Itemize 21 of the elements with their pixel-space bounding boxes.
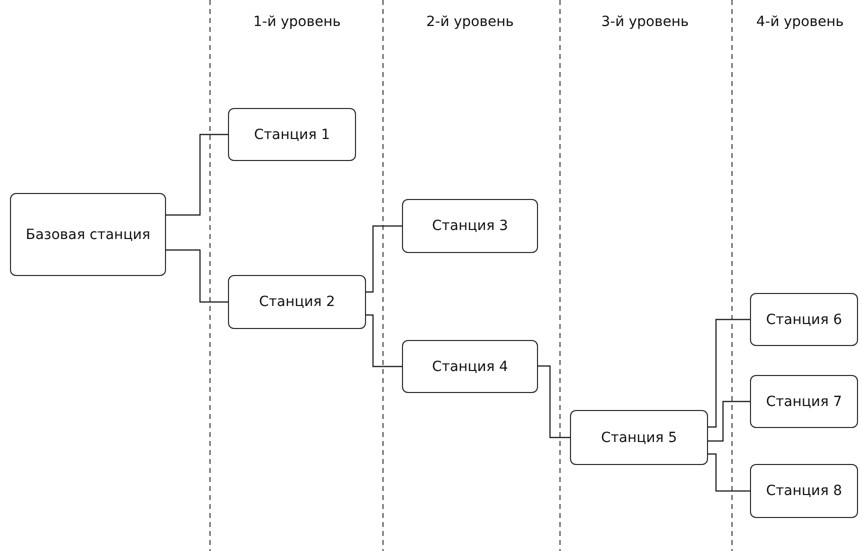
station-box: Станция 5 [570, 410, 708, 465]
connector-line [538, 365, 570, 438]
connector-line [166, 249, 228, 303]
connector-line [708, 453, 750, 492]
station-box: Станция 1 [228, 108, 356, 161]
station-box: Станция 6 [750, 293, 858, 346]
station-box: Станция 2 [228, 275, 366, 329]
station-box: Станция 3 [402, 199, 538, 253]
level-heading: 3-й уровень [601, 13, 689, 32]
level-heading: 1-й уровень [253, 13, 341, 32]
station-box: Станция 4 [402, 340, 538, 393]
connector-line [366, 314, 402, 368]
station-box: Станция 8 [750, 464, 858, 518]
connector-line [166, 134, 228, 216]
connector-line [708, 318, 750, 428]
connector-line [366, 225, 402, 293]
level-heading: 4-й уровень [756, 13, 844, 32]
level-heading: 2-й уровень [426, 13, 514, 32]
station-box: Станция 7 [750, 375, 858, 428]
station-box: Базовая станция [10, 193, 166, 276]
connector-line [708, 400, 750, 442]
